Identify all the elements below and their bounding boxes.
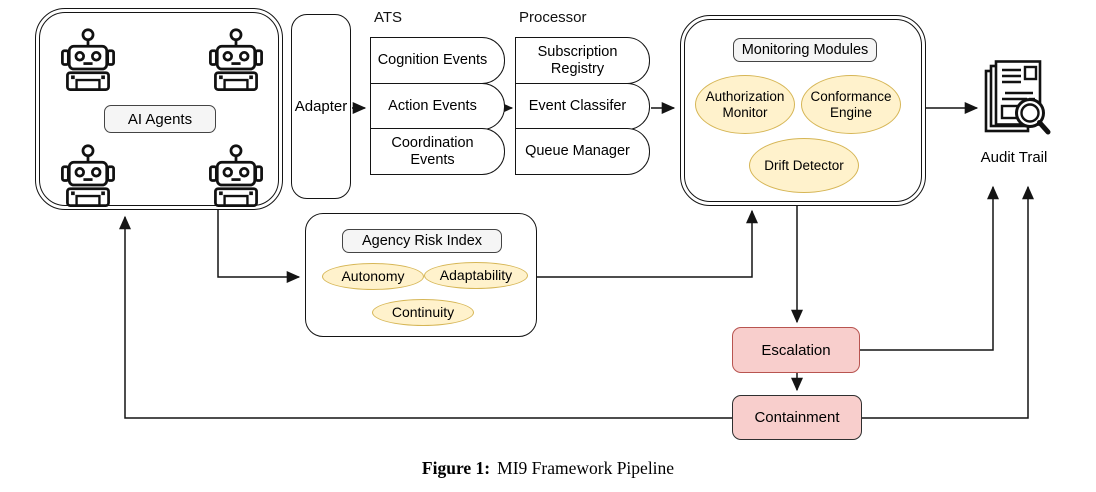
processor-group-title: Processor [519,9,587,26]
ai-agents-label: AI Agents [104,105,216,133]
ats-event-action: Action Events [370,82,505,130]
processor-queue-manager: Queue Manager [515,128,650,176]
audit-trail-label: Audit Trail [980,149,1048,166]
ats-group-title: ATS [374,9,403,26]
escalation-box: Escalation [732,327,860,373]
monitoring-modules-box: Monitoring Modules Authorization Monitor… [680,15,926,206]
figure-caption: Figure 1: MI9 Framework Pipeline [0,458,1096,479]
caption-text: MI9 Framework Pipeline [497,458,675,478]
continuity-ellipse: Continuity [372,299,474,326]
containment-box: Containment [732,395,862,440]
caption-prefix: Figure 1: [421,458,491,478]
adaptability-ellipse: Adaptability [424,262,528,289]
ai-agents-box: AI Agents [35,8,283,210]
processor-subscription-registry: Subscription Registry [515,37,650,84]
drift-detector-ellipse: Drift Detector [749,138,859,193]
ats-event-cognition: Cognition Events [370,37,505,84]
agency-risk-index-box: Agency Risk Index Autonomy Adaptability … [305,213,537,337]
robot-icon [209,28,263,91]
ats-event-coordination: Coordination Events [370,128,505,176]
processor-event-classifier: Event Classifer [515,82,650,130]
ats-stack: Cognition Events Action Events Coordinat… [370,37,505,176]
robot-icon [209,144,263,207]
authorization-monitor-ellipse: Authorization Monitor [695,75,795,134]
conformance-engine-ellipse: Conformance Engine [801,75,901,134]
audit-trail-icon [984,60,1051,135]
monitoring-modules-label: Monitoring Modules [733,38,877,62]
autonomy-ellipse: Autonomy [322,263,424,290]
adapter-box: Adapter [291,14,351,199]
agency-risk-index-label: Agency Risk Index [342,229,502,253]
robot-icon [61,144,115,207]
processor-stack: Subscription Registry Event Classifer Qu… [515,37,650,176]
robot-icon [61,28,115,91]
